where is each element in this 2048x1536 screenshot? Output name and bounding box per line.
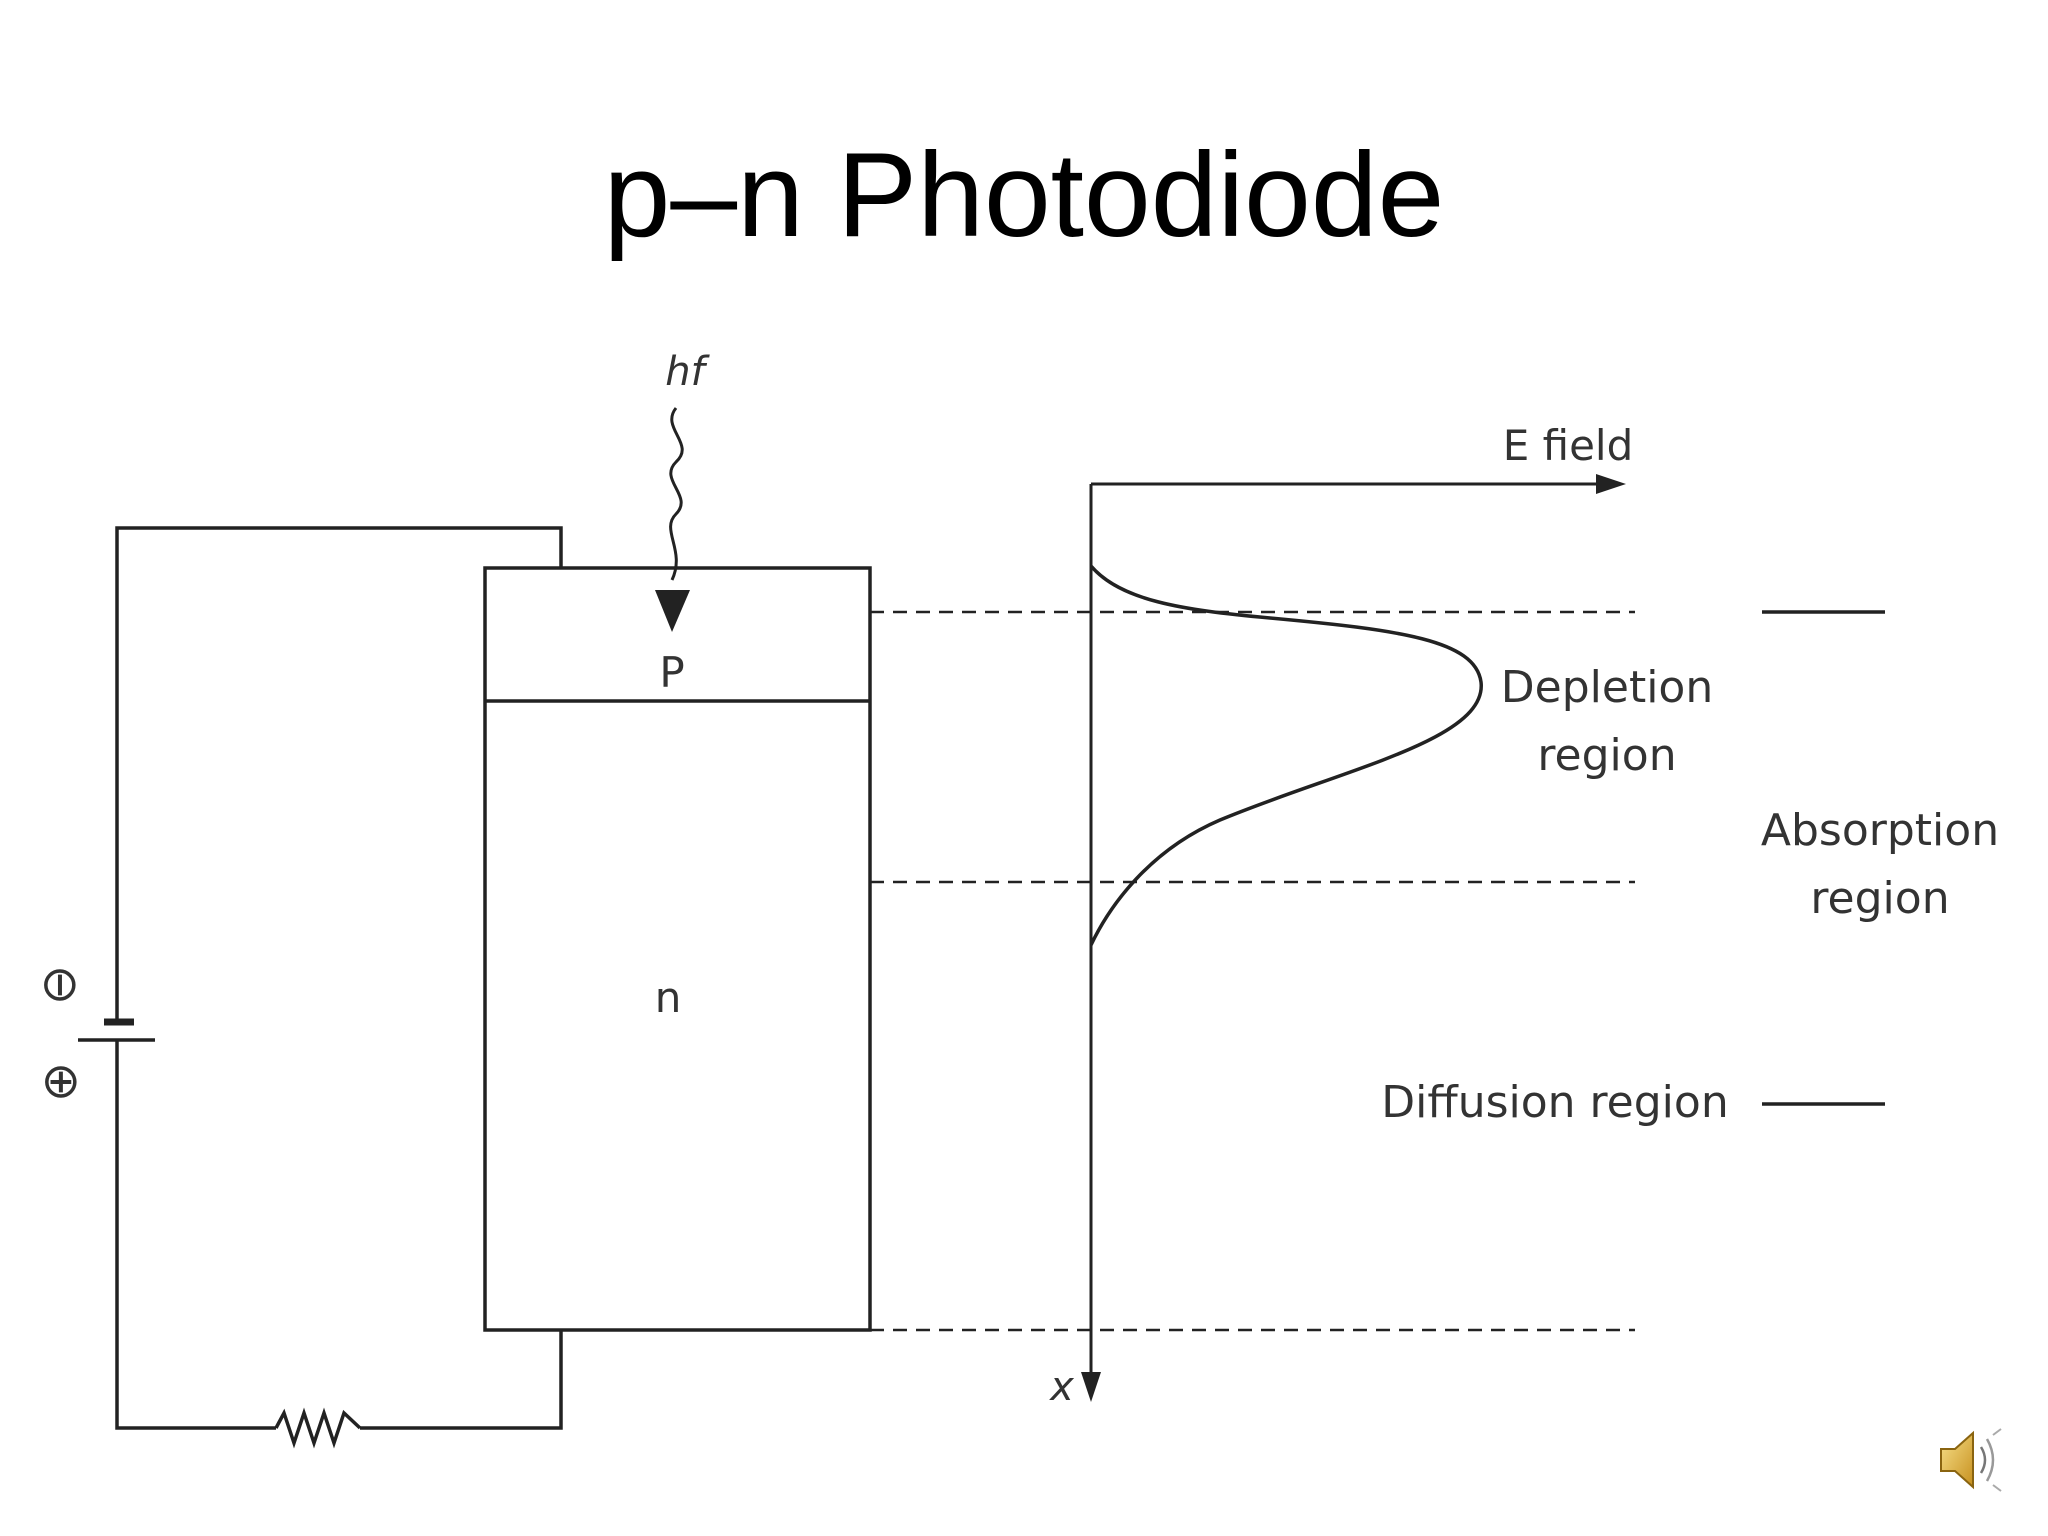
region-boundaries	[870, 610, 1635, 1332]
photon-arrowhead-icon	[655, 590, 690, 632]
diode-outline	[483, 566, 872, 1332]
e-field-arrow-icon	[1596, 474, 1626, 494]
e-field-curve	[1089, 564, 1483, 946]
photon-label: hf	[665, 349, 710, 395]
load-resistor	[274, 1407, 362, 1449]
battery-positive-symbol: ⊕	[32, 1062, 88, 1102]
absorption-region-label-line1: Absorption	[1761, 805, 1999, 856]
return-wire	[360, 1330, 563, 1430]
n-layer-label: n	[655, 973, 682, 1022]
photon-wave	[669, 407, 684, 581]
top-wire	[115, 526, 563, 1022]
bottom-wire	[115, 1040, 276, 1430]
x-axis-label: x	[1048, 1364, 1074, 1410]
battery-negative-symbol: ⊖	[31, 965, 87, 1005]
x-arrow-icon	[1081, 1372, 1101, 1402]
e-field-axis-label: E field	[1503, 421, 1634, 470]
speaker-icon[interactable]	[1935, 1425, 2010, 1495]
absorption-markers	[1762, 610, 1885, 1106]
diffusion-region-label: Diffusion region	[1381, 1077, 1728, 1128]
absorption-region-label-line2: region	[1810, 873, 1949, 924]
circuit-wires	[115, 526, 563, 1449]
photodiode-body	[483, 566, 872, 1332]
p-layer-label: P	[659, 648, 684, 697]
slide-title: p–n Photodiode	[603, 128, 1445, 262]
battery: ⊖ ⊕	[31, 965, 155, 1102]
depletion-region-label-line1: Depletion	[1501, 662, 1713, 713]
e-field-axes	[1089, 482, 1618, 1382]
depletion-region-label-line2: region	[1537, 730, 1676, 781]
photon-ray: hf	[655, 349, 711, 632]
